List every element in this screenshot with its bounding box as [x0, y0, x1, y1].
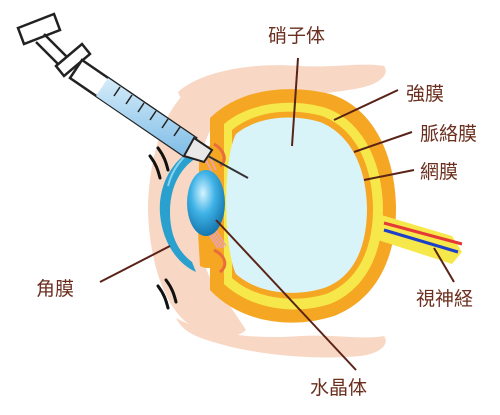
- label-optic-nerve: 視神経: [416, 288, 473, 310]
- label-vitreous: 硝子体: [268, 25, 325, 47]
- label-retina: 網膜: [420, 161, 458, 183]
- optic-nerve-shape: [378, 214, 463, 264]
- leader-retina: [363, 169, 415, 181]
- label-lens: 水晶体: [310, 377, 367, 399]
- leader-sclera: [333, 89, 399, 121]
- label-sclera: 強膜: [406, 83, 444, 105]
- lens-shape: [187, 170, 225, 236]
- leader-optic-nerve: [433, 247, 455, 283]
- leader-choroid: [353, 131, 413, 153]
- label-choroid: 脈絡膜: [420, 123, 477, 145]
- syringe-fluid: [96, 78, 196, 156]
- leader-lens: [215, 219, 357, 371]
- leader-lines: [99, 57, 455, 371]
- cornea-shape: [159, 148, 196, 272]
- syringe-icon: [16, 12, 249, 179]
- leader-vitreous: [291, 57, 299, 147]
- vitreous-shape: [226, 117, 367, 293]
- label-cornea: 角膜: [36, 278, 74, 300]
- eyelid-tissue: [148, 64, 386, 358]
- leader-cornea: [99, 245, 171, 283]
- motion-marks: [148, 146, 178, 310]
